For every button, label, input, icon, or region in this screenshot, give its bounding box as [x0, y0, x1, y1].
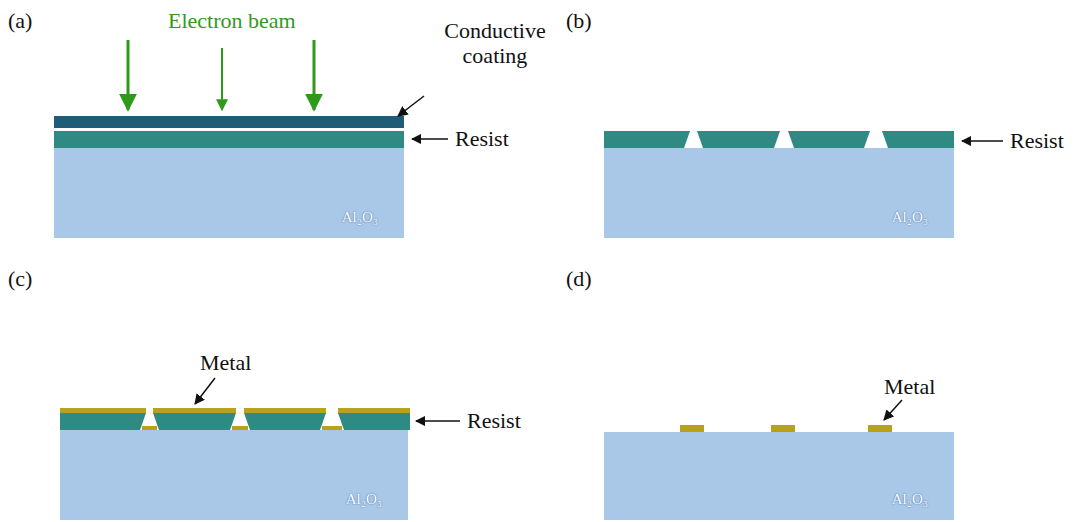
material-label: Al₂O₃ — [892, 491, 928, 508]
beam-arrow — [313, 40, 316, 110]
substrate-block: Al₂O₃ — [60, 430, 408, 520]
panel-letter: (b) — [566, 8, 592, 33]
conductive-coating — [54, 116, 404, 128]
beam-arrow — [221, 48, 223, 110]
material-label: Al₂O₃ — [892, 209, 928, 226]
leader-arrow — [962, 140, 1003, 142]
substrate-block: Al₂O₃ — [604, 148, 954, 238]
layer-label: Conductive coating — [420, 18, 570, 69]
beam-arrow — [127, 40, 130, 110]
panel-letter: (c) — [8, 266, 32, 291]
leader-arrow — [412, 138, 448, 140]
leader-arrow — [884, 400, 902, 420]
resist-layer — [54, 131, 404, 148]
panel-c-layers — [60, 408, 410, 430]
patterned-resist — [60, 413, 410, 430]
leader-arrow — [416, 420, 460, 422]
panel-letter: (d) — [566, 266, 592, 291]
patterned-resist — [604, 131, 954, 148]
layer-label: Metal — [884, 374, 935, 399]
metal-pads — [680, 425, 892, 432]
substrate-block: Al₂O₃ — [54, 148, 404, 238]
panel-a-layers — [54, 40, 448, 148]
layer-label: Resist — [455, 126, 509, 151]
leader-arrow — [195, 378, 215, 404]
panel-letter: (a) — [8, 8, 32, 33]
leader-arrow — [398, 96, 424, 116]
material-label: Al₂O₃ — [346, 491, 382, 508]
layer-label: Metal — [200, 350, 251, 375]
beam-label: Electron beam — [168, 8, 296, 33]
layer-label: Resist — [1010, 128, 1064, 153]
layer-label: Resist — [467, 408, 521, 433]
material-label: Al₂O₃ — [342, 209, 378, 226]
substrate-block: Al₂O₃ — [604, 432, 954, 520]
metal-film — [60, 408, 410, 430]
